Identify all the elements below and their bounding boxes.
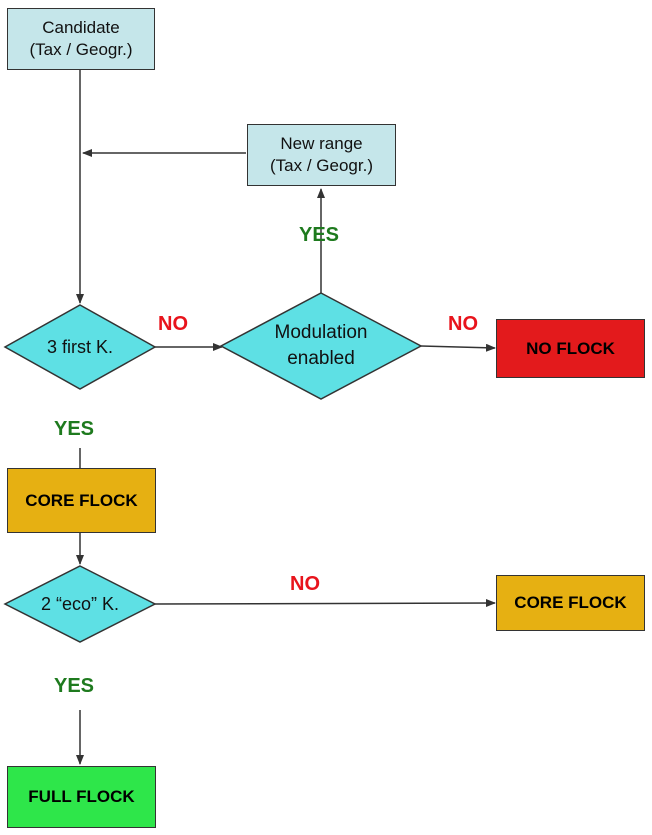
candidate-line1: Candidate: [42, 18, 120, 37]
decision-eco-k-text: 2 “eco” K.: [40, 593, 120, 614]
decision-first-k-shape: [3, 304, 157, 390]
decision-modulation-line2: enabled: [287, 348, 355, 369]
edge-label-first-k-yes: YES: [54, 418, 95, 440]
candidate-line2: (Tax / Geogr.): [29, 40, 133, 59]
decision-first-k-text: 3 first K.: [46, 336, 113, 357]
full-flock-box: FULL FLOCK: [7, 766, 156, 828]
edge-label-modulation-yes: YES: [299, 224, 340, 246]
new-range-line1: New range: [280, 134, 363, 153]
decision-modulation-shape: [219, 292, 423, 400]
edge-label-eco-no: NO: [290, 573, 320, 595]
no-flock-label: NO FLOCK: [526, 338, 615, 358]
new-range-line2: (Tax / Geogr.): [270, 156, 373, 175]
edge-modulation-no-to-no-flock: [420, 343, 496, 352]
core-flock-main-label: CORE FLOCK: [25, 490, 138, 510]
candidate-box: Candidate (Tax / Geogr.): [7, 8, 155, 70]
decision-first-k-label: 3 first K.: [10, 332, 150, 362]
decision-eco-k-label: 2 “eco” K.: [10, 589, 150, 619]
decision-modulation-label: Modulation enabled: [241, 318, 401, 374]
edge-eco-k-no-to-core-flock: [154, 599, 496, 608]
decision-modulation-line1: Modulation: [274, 322, 368, 343]
edge-label-first-k-no: NO: [158, 313, 188, 335]
decision-eco-k-shape: [3, 565, 157, 643]
no-flock-box: NO FLOCK: [496, 319, 645, 378]
core-flock-side-box: CORE FLOCK: [496, 575, 645, 631]
core-flock-side-label: CORE FLOCK: [514, 593, 627, 612]
core-flock-main-box: CORE FLOCK: [7, 468, 156, 533]
full-flock-label: FULL FLOCK: [28, 787, 135, 806]
edge-label-eco-yes: YES: [54, 675, 95, 697]
new-range-box: New range (Tax / Geogr.): [247, 124, 396, 186]
edge-label-modulation-no: NO: [448, 313, 478, 335]
